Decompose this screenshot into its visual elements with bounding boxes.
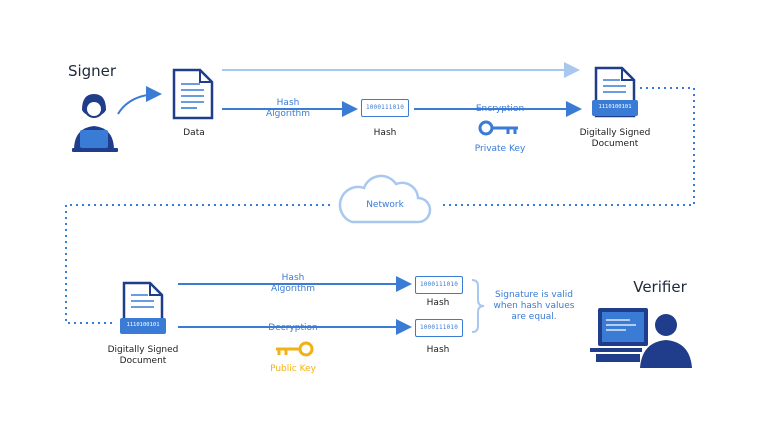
signer-to-data-arrow <box>117 86 162 115</box>
network-cloud-icon <box>338 174 432 224</box>
bottom-hash-2-label: Hash <box>426 345 450 355</box>
bottom-signed-document-icon <box>120 281 166 334</box>
signer-person-icon <box>72 94 118 152</box>
verifier-computer-icon <box>590 308 648 362</box>
signer-label: Signer <box>67 62 117 80</box>
top-signed-doc-binary: 1110100101 <box>598 104 632 110</box>
top-hash-box: 1000111010 <box>361 99 409 117</box>
result-text: Signature is valid when hash values are … <box>493 290 575 322</box>
top-signed-doc-label: Digitally Signed Document <box>579 128 651 149</box>
bottom-hash-box-2: 1000111010 <box>415 319 463 337</box>
top-hash-label: Hash <box>373 128 397 138</box>
verifier-label: Verifier <box>633 278 687 296</box>
verifier-person-icon <box>640 314 692 368</box>
public-key-icon <box>276 341 314 357</box>
bottom-signed-doc-binary: 1110100101 <box>126 322 160 328</box>
data-label: Data <box>183 128 205 138</box>
bottom-hash-box-1: 1000111010 <box>415 276 463 294</box>
public-key-label: Public Key <box>270 364 316 374</box>
network-path-left <box>65 204 330 324</box>
private-key-label: Private Key <box>474 144 526 154</box>
result-brace <box>471 279 485 333</box>
top-signed-document-icon <box>592 66 638 118</box>
decryption-label: Decryption <box>268 323 318 333</box>
network-label: Network <box>366 200 404 210</box>
private-key-icon <box>478 120 518 136</box>
data-document-icon <box>172 68 214 120</box>
bottom-hash-algorithm-label: Hash Algorithm <box>270 273 316 294</box>
encryption-label: Encryption <box>475 104 525 114</box>
bottom-hash-1-label: Hash <box>426 298 450 308</box>
top-hash-algorithm-label: Hash Algorithm <box>265 98 311 119</box>
bottom-signed-doc-label: Digitally Signed Document <box>107 345 179 366</box>
